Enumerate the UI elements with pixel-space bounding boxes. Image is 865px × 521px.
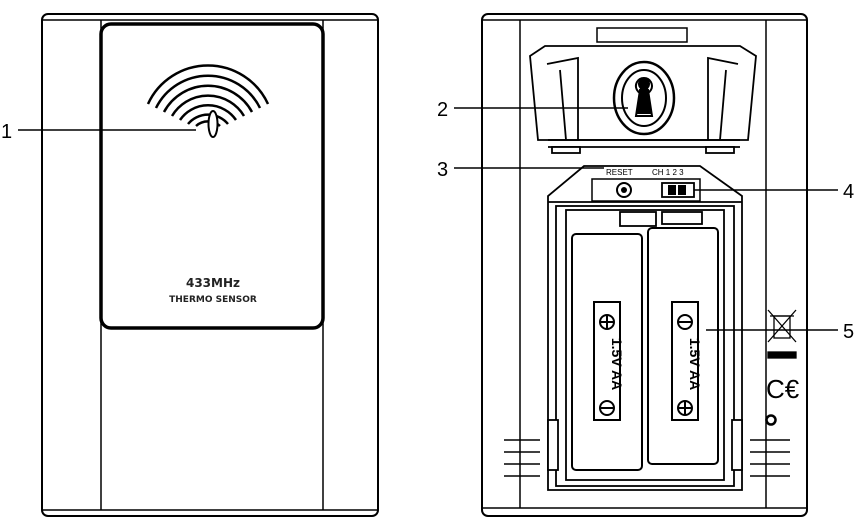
front-frequency-label: 433MHz — [186, 276, 240, 290]
battery-right: 1.5V AA — [647, 227, 719, 465]
circle-mark-icon — [765, 414, 777, 426]
front-view: 433MHz THERMO SENSOR — [41, 13, 379, 517]
callout-3: 3 — [437, 159, 448, 181]
callout-4: 4 — [843, 181, 854, 203]
back-view: RESET CH 1 2 3 1.5V AA — [481, 13, 808, 517]
channel-switch[interactable] — [661, 182, 695, 198]
vent-right — [750, 439, 790, 477]
vent-left — [504, 439, 540, 477]
callout-2: 2 — [437, 99, 448, 121]
callouts — [18, 107, 838, 331]
reset-label: RESET — [606, 168, 633, 177]
keyhole-mount-icon — [612, 60, 676, 136]
weee-bin-icon — [767, 309, 797, 359]
front-model-label: THERMO SENSOR — [169, 295, 257, 305]
callout-5: 5 — [843, 321, 854, 343]
ce-mark-icon: C€ — [766, 374, 800, 404]
battery-left-label: 1.5V AA — [609, 338, 625, 390]
callout-1: 1 — [1, 121, 12, 143]
battery-right-label: 1.5V AA — [687, 338, 703, 390]
channel-label: CH 1 2 3 — [652, 168, 684, 177]
front-panel — [99, 22, 325, 330]
wifi-signal-icon — [146, 64, 270, 138]
battery-left: 1.5V AA — [571, 233, 643, 471]
